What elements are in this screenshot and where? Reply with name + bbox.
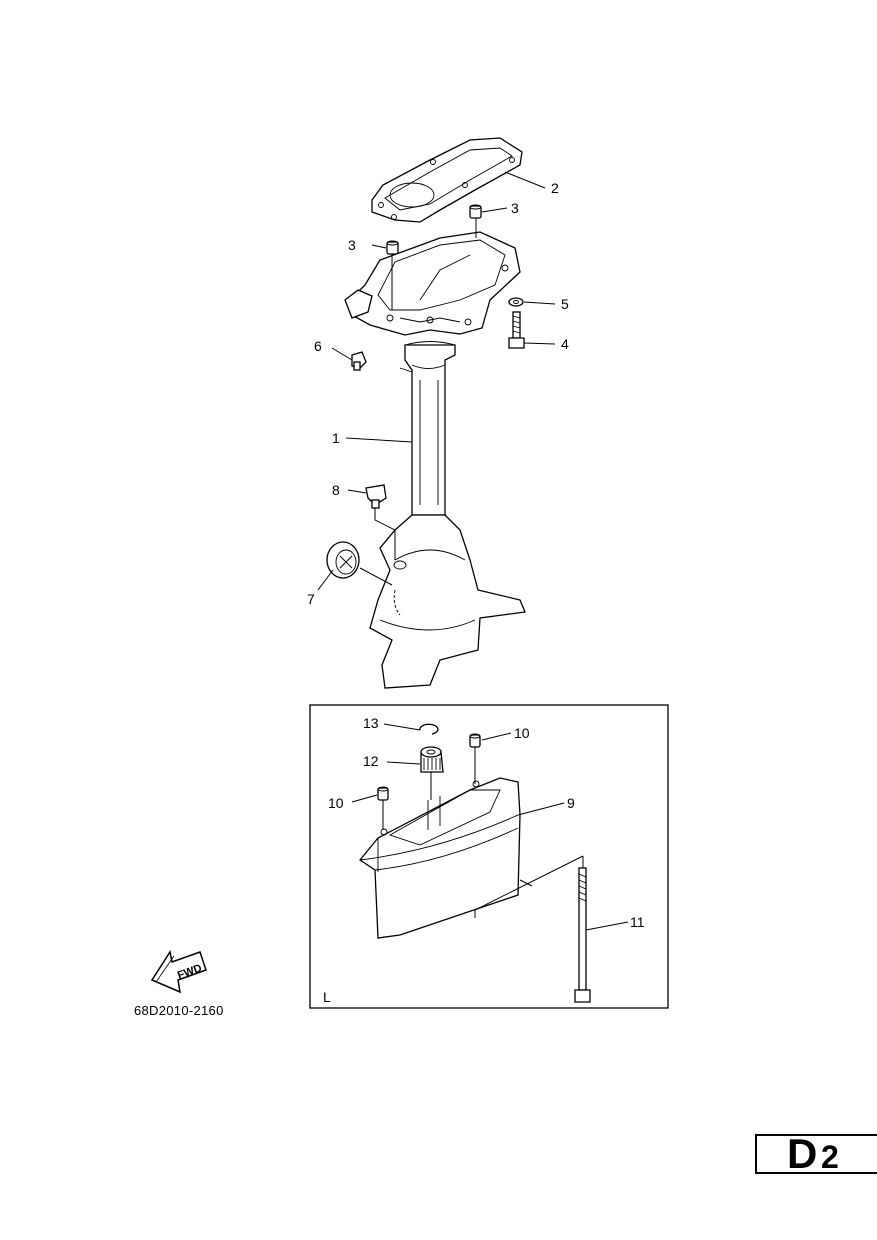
inset-frame (309, 704, 669, 1009)
page-code-letter: D (787, 1130, 818, 1177)
label-part-1: 1 (332, 430, 340, 446)
label-part-10a: 10 (514, 725, 530, 741)
dowel-pin-3a (386, 240, 399, 255)
label-part-3b: 3 (511, 200, 519, 216)
page-code-badge: D 2 (755, 1130, 877, 1177)
extension-9-part (359, 777, 521, 939)
gasket-part (371, 137, 523, 223)
label-part-13: 13 (363, 715, 379, 731)
label-part-11: 11 (630, 914, 645, 930)
dowel-pin-10a (469, 733, 481, 748)
circlip-13-part (419, 723, 439, 735)
bolt-4-part (508, 311, 525, 349)
label-part-7: 7 (307, 591, 315, 607)
label-part-4: 4 (561, 336, 569, 352)
upper-casing-part (344, 231, 526, 689)
fwd-arrow-icon (150, 950, 207, 994)
label-part-9: 9 (567, 795, 575, 811)
bolt-11-part (574, 867, 591, 1003)
fitting-6-part (351, 351, 367, 371)
inset-label: L (323, 989, 331, 1005)
dowel-pin-3b (469, 204, 482, 219)
label-part-12: 12 (363, 753, 379, 769)
label-part-10b: 10 (328, 795, 344, 811)
label-part-2: 2 (551, 180, 559, 196)
plug-8-part (365, 484, 387, 509)
washer-part (508, 297, 524, 307)
label-part-6: 6 (314, 338, 322, 354)
page-code-number: 2 (821, 1139, 839, 1175)
dowel-pin-10b (377, 786, 389, 801)
grommet-7-part (326, 541, 360, 579)
label-part-3a: 3 (348, 237, 356, 253)
label-part-8: 8 (332, 482, 340, 498)
drawing-code: 68D2010-2160 (134, 1003, 224, 1018)
label-part-5: 5 (561, 296, 569, 312)
bushing-12-part (420, 746, 444, 773)
